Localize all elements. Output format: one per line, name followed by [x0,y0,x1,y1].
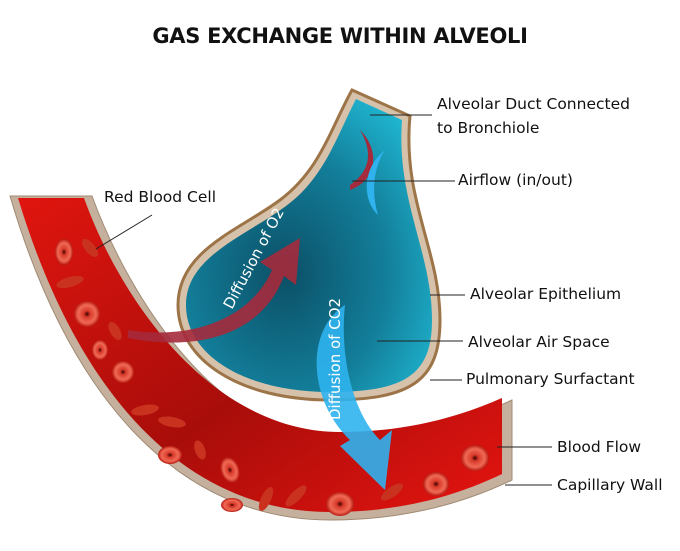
label-pulmonary-surfactant: Pulmonary Surfactant [466,370,635,388]
co2-diffusion-arrow [316,305,392,490]
leader-lines [95,114,552,486]
label-alveolar-duct-line2: to Bronchiole [437,119,540,137]
diagram-title: GAS EXCHANGE WITHIN ALVEOLI [152,24,528,48]
label-blood-flow: Blood Flow [557,438,642,456]
red-blood-cells [55,238,489,516]
o2-airflow-arrow [350,130,374,190]
label-airflow: Airflow (in/out) [458,171,573,189]
alveolus [176,88,442,402]
co2-arrow-label: Diffusion of CO2 [326,298,344,420]
label-alveolar-epithelium: Alveolar Epithelium [470,285,622,303]
o2-diffusion-arrow [128,238,300,343]
label-capillary-wall: Capillary Wall [557,476,663,494]
airflow-arrow [366,150,385,215]
label-red-blood-cell: Red Blood Cell [104,188,217,206]
label-alveolar-air-space: Alveolar Air Space [468,333,610,351]
label-alveolar-duct: Alveolar Duct Connected [437,95,630,113]
